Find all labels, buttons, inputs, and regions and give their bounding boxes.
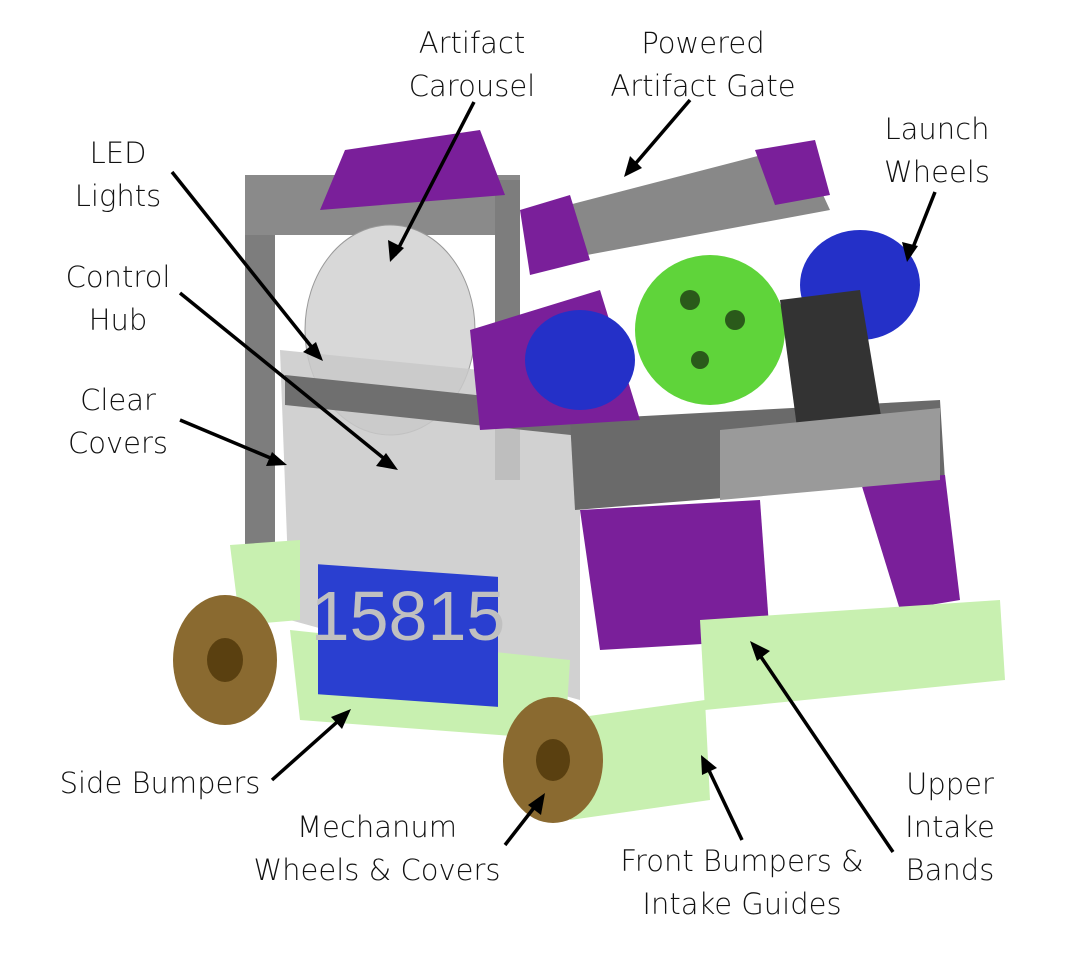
label-front-bumpers: Front Bumpers & Intake Guides bbox=[620, 840, 863, 926]
ball-hole bbox=[680, 290, 700, 310]
team-number: 15815 bbox=[311, 577, 506, 655]
arrow-led bbox=[170, 170, 320, 357]
label-line: Front Bumpers & bbox=[620, 844, 864, 878]
label-line: Control bbox=[65, 260, 171, 294]
label-line: Covers bbox=[67, 426, 169, 460]
arrowhead-icon bbox=[528, 793, 545, 815]
gate-arm bbox=[530, 145, 830, 260]
ball-hole bbox=[691, 351, 709, 369]
wheel-hub bbox=[536, 739, 570, 781]
label-line: Hub bbox=[88, 303, 148, 337]
arrow-hub bbox=[178, 291, 394, 467]
arrow-front-bumpers bbox=[703, 761, 744, 841]
label-line: Wheels & Covers bbox=[253, 853, 501, 887]
label-line: Upper bbox=[906, 767, 994, 801]
arrowhead-icon bbox=[624, 156, 642, 177]
label-line: Intake Guides bbox=[642, 887, 842, 921]
gray-cover bbox=[720, 408, 940, 500]
front-purple-right bbox=[860, 475, 960, 610]
label-line: Side Bumpers bbox=[59, 766, 261, 800]
arrowhead-icon bbox=[266, 452, 287, 466]
arrow-launch bbox=[908, 191, 937, 256]
arrow-side-bumpers bbox=[270, 713, 347, 782]
front-bumper bbox=[560, 700, 710, 820]
intake-plate bbox=[780, 290, 885, 450]
label-line: Mechanum bbox=[297, 810, 457, 844]
label-line: LED bbox=[89, 136, 147, 170]
left-tower bbox=[245, 225, 275, 575]
label-line: Lights bbox=[74, 179, 162, 213]
label-led-lights: LED Lights bbox=[75, 132, 161, 218]
gate-bracket-right bbox=[755, 140, 830, 205]
gate-bracket-left bbox=[520, 195, 590, 275]
arrowhead-icon bbox=[303, 342, 323, 361]
top-housing bbox=[320, 130, 505, 210]
label-line: Artifact Gate bbox=[610, 69, 796, 103]
ball-hole bbox=[725, 310, 745, 330]
label-line: Intake bbox=[905, 810, 995, 844]
arrowhead-icon bbox=[388, 240, 404, 262]
arrowhead-icon bbox=[750, 641, 770, 661]
arrow-intake-bands bbox=[753, 647, 895, 853]
arrowhead-icon bbox=[376, 453, 398, 470]
label-line: Artifact bbox=[418, 26, 526, 60]
arrowheads bbox=[266, 156, 918, 815]
label-line: Powered bbox=[641, 26, 765, 60]
number-plate bbox=[318, 564, 498, 707]
label-line: Wheels bbox=[884, 155, 990, 189]
wheel-hub bbox=[207, 638, 243, 682]
arrowhead-icon bbox=[331, 709, 351, 729]
front-purple bbox=[580, 500, 770, 650]
arrowhead-icon bbox=[701, 755, 717, 775]
arrow-covers bbox=[179, 418, 281, 464]
label-line: Carousel bbox=[408, 69, 536, 103]
artifact-ball bbox=[635, 255, 785, 405]
arrowhead-icon bbox=[902, 242, 918, 262]
label-line: Clear bbox=[80, 383, 156, 417]
label-line: Launch bbox=[884, 112, 990, 146]
callout-arrows bbox=[170, 98, 937, 853]
arrow-carousel bbox=[393, 101, 476, 256]
arrow-gate bbox=[628, 98, 692, 172]
launch-wheel-left bbox=[525, 310, 635, 410]
label-side-bumpers: Side Bumpers bbox=[60, 762, 261, 805]
label-line: Bands bbox=[905, 853, 995, 887]
